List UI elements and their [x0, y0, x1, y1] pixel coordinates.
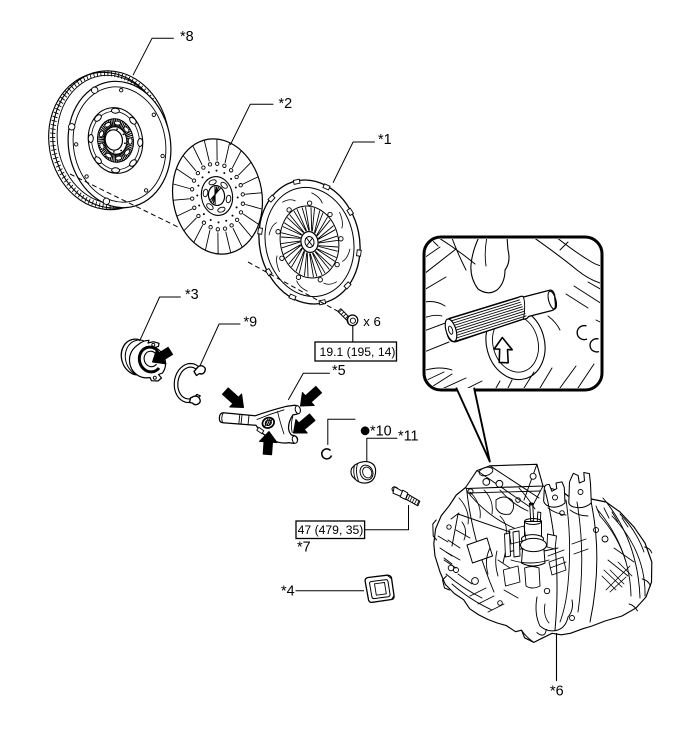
svg-text:19.1 (195, 14): 19.1 (195, 14) [320, 345, 396, 359]
svg-text:*8: *8 [180, 29, 194, 45]
svg-text:*1: *1 [378, 132, 392, 148]
svg-text:47 (479, 35): 47 (479, 35) [298, 523, 364, 537]
svg-text:*3: *3 [185, 287, 199, 303]
svg-text:*10: *10 [370, 423, 392, 439]
svg-text:x 6: x 6 [363, 314, 381, 329]
svg-text:*2: *2 [279, 96, 293, 112]
svg-text:*11: *11 [398, 429, 419, 445]
svg-text:*4: *4 [281, 583, 295, 599]
svg-text:*5: *5 [332, 363, 346, 379]
svg-text:*9: *9 [244, 315, 258, 331]
svg-text:*6: *6 [550, 684, 564, 700]
svg-text:*7: *7 [297, 540, 311, 556]
